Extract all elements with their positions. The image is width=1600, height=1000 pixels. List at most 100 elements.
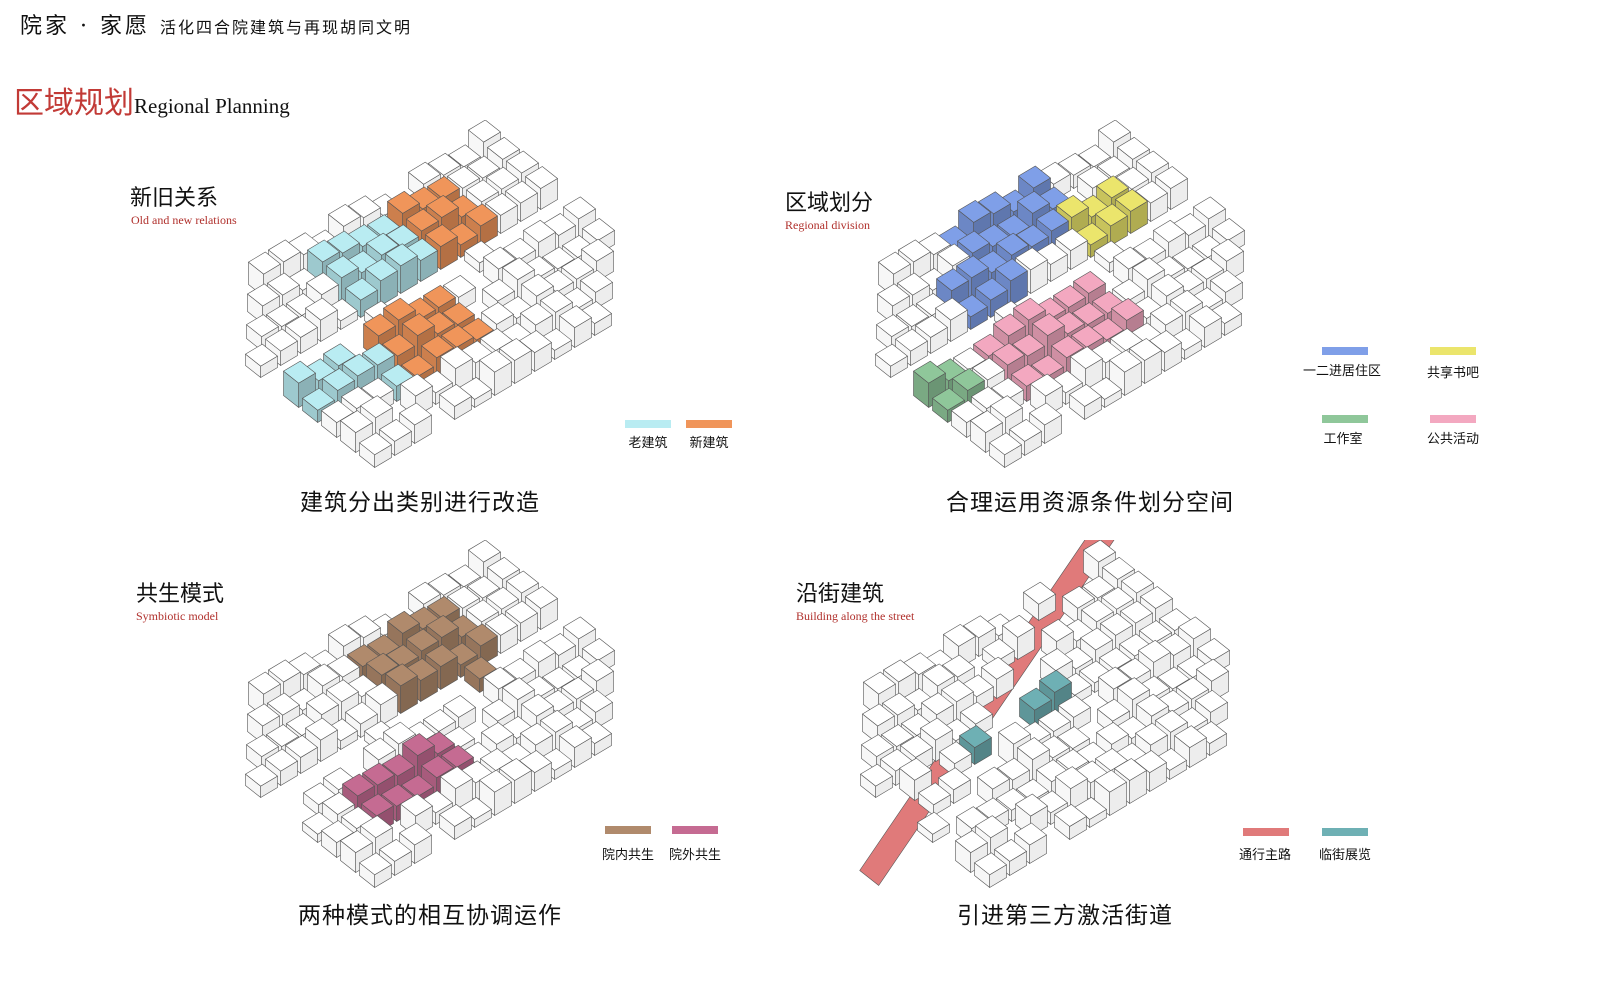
building-roof: [939, 741, 972, 765]
legend-swatch: [1322, 828, 1368, 836]
building-roof: [1100, 612, 1133, 636]
building-roof: [248, 251, 281, 275]
building-roof: [1058, 695, 1091, 718]
building-roof: [970, 410, 1003, 433]
building-roof: [428, 572, 461, 596]
building-roof: [383, 721, 416, 745]
legend-label: 院外共生: [668, 848, 722, 863]
building-roof: [425, 224, 458, 247]
building-roof: [992, 342, 1025, 366]
building-roof: [322, 792, 355, 815]
building-roof: [305, 717, 338, 741]
building-roof: [1189, 305, 1222, 328]
legend-swatch: [1430, 347, 1476, 355]
map-regional-division: [875, 120, 1245, 468]
building-roof: [327, 230, 360, 254]
building-roof: [359, 852, 392, 876]
building-roof: [959, 725, 992, 748]
building-roof: [1013, 297, 1046, 321]
building-roof: [322, 368, 355, 391]
building-roof: [468, 540, 501, 563]
building-roof: [307, 239, 340, 263]
building-roof: [1055, 766, 1088, 789]
building-roof: [952, 368, 985, 391]
map-symbiotic: [245, 540, 615, 888]
building-roof: [1155, 166, 1188, 189]
building-roof: [426, 615, 459, 638]
building-roof: [1069, 384, 1102, 407]
building-roof: [465, 623, 498, 647]
building-roof: [1080, 627, 1113, 651]
building-roof: [525, 166, 558, 189]
building-roof: [1136, 150, 1169, 174]
building-roof: [1153, 219, 1186, 243]
building-roof: [340, 410, 373, 433]
building-roof: [448, 564, 481, 588]
building-roof: [1193, 196, 1226, 220]
building-roof: [996, 232, 1029, 256]
building-roof: [937, 243, 970, 267]
building-roof: [960, 701, 993, 725]
building-roof: [1176, 676, 1209, 700]
building-roof: [982, 638, 1015, 661]
building-roof: [1057, 726, 1090, 749]
building-roof: [563, 196, 596, 220]
building-roof: [408, 161, 441, 185]
building-roof: [1155, 709, 1188, 733]
building-roof: [899, 757, 932, 781]
building-roof: [915, 315, 948, 338]
map-street: [859, 540, 1230, 888]
building-roof: [465, 203, 498, 227]
building-roof: [1051, 335, 1084, 359]
building-roof: [1132, 257, 1165, 280]
building-roof: [1196, 658, 1229, 682]
building-roof: [365, 258, 398, 282]
building-roof: [382, 333, 415, 357]
building-roof: [342, 353, 375, 377]
building-roof: [328, 204, 361, 227]
building-roof: [442, 302, 475, 325]
building-roof: [383, 297, 416, 321]
building-roof: [1115, 188, 1148, 212]
building-roof: [306, 272, 339, 296]
building-roof: [505, 180, 538, 204]
building-roof: [995, 258, 1028, 282]
building-roof: [421, 335, 454, 359]
building-roof: [580, 689, 613, 713]
building-roof: [1210, 269, 1243, 293]
building-roof: [1138, 639, 1171, 663]
panel-title: 区域划分: [785, 191, 874, 216]
building-roof: [1102, 557, 1135, 580]
building-roof: [877, 283, 910, 307]
legend-swatch: [605, 826, 651, 834]
building-roof: [1056, 195, 1089, 218]
building-roof: [1058, 152, 1091, 176]
building-roof: [323, 343, 356, 367]
building-roof: [978, 191, 1011, 215]
legend-label: 通行主路: [1238, 848, 1292, 863]
building-roof: [1121, 570, 1154, 594]
building-roof: [485, 192, 518, 216]
panel-caption: 两种模式的相互协调运作: [298, 903, 562, 929]
building-roof: [268, 659, 301, 683]
building-roof: [878, 251, 911, 275]
building-roof: [503, 237, 536, 261]
building-roof: [440, 766, 473, 789]
building-roof: [486, 586, 519, 610]
legend-swatch: [672, 826, 718, 834]
building-roof: [439, 804, 472, 827]
building-roof: [1191, 256, 1224, 280]
building-roof: [464, 656, 497, 680]
building-roof: [360, 815, 393, 838]
building-roof: [379, 839, 412, 862]
building-roof: [1212, 218, 1245, 241]
building-roof: [935, 297, 968, 321]
building-roof: [1082, 575, 1115, 599]
building-roof: [581, 238, 614, 262]
legend-swatch: [1430, 415, 1476, 423]
building-roof: [447, 585, 480, 609]
building-roof: [423, 285, 456, 308]
building-roof: [1120, 600, 1153, 624]
building-roof: [481, 302, 514, 325]
